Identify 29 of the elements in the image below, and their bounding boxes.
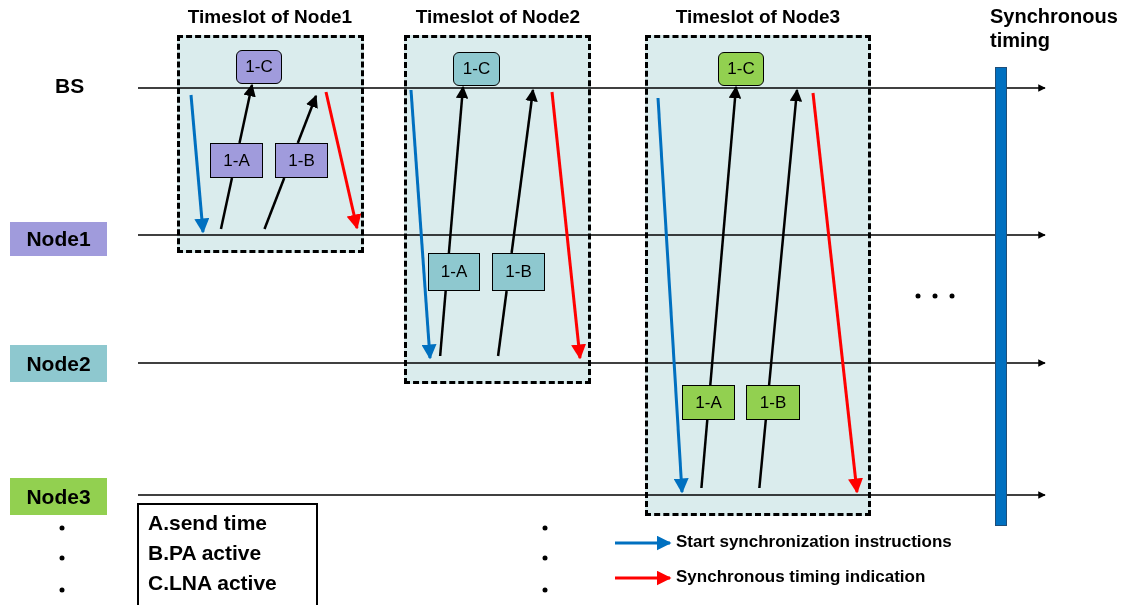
activity-box: 1-A: [428, 253, 480, 291]
activity-box: 1-C: [453, 52, 500, 86]
activity-box: 1-A: [682, 385, 735, 420]
legend-text: Start synchronization instructions: [676, 532, 952, 552]
timeslot-title: Timeslot of Node2: [414, 6, 582, 28]
activity-box: 1-C: [236, 50, 282, 84]
key-text: A.send time: [148, 511, 268, 535]
arrow: [510, 88, 538, 254]
activity-box: 1-B: [492, 253, 545, 291]
activity-box: 1-A: [210, 143, 263, 178]
arrow: [238, 83, 256, 144]
arrow: [767, 88, 803, 386]
arrow: [296, 94, 318, 144]
key-text: B.PA active: [148, 541, 262, 565]
lane-label: BS: [55, 74, 85, 98]
arrow: [447, 85, 469, 254]
bar-title: Synchronous timing: [990, 4, 1119, 52]
timeslot-title: Timeslot of Node3: [674, 6, 842, 28]
activity-box: 1-B: [746, 385, 800, 420]
legend-text: Synchronous timing indication: [676, 567, 926, 587]
timeslot-title: Timeslot of Node1: [186, 6, 354, 28]
node-label: Node2: [10, 345, 107, 382]
node-label: Node1: [10, 222, 107, 256]
key-text: C.LNA active: [148, 571, 277, 595]
activity-box: 1-B: [275, 143, 328, 178]
node-label: Node3: [10, 478, 107, 515]
activity-box: 1-C: [718, 52, 764, 86]
arrow: [709, 85, 742, 386]
key-box: [137, 503, 318, 605]
